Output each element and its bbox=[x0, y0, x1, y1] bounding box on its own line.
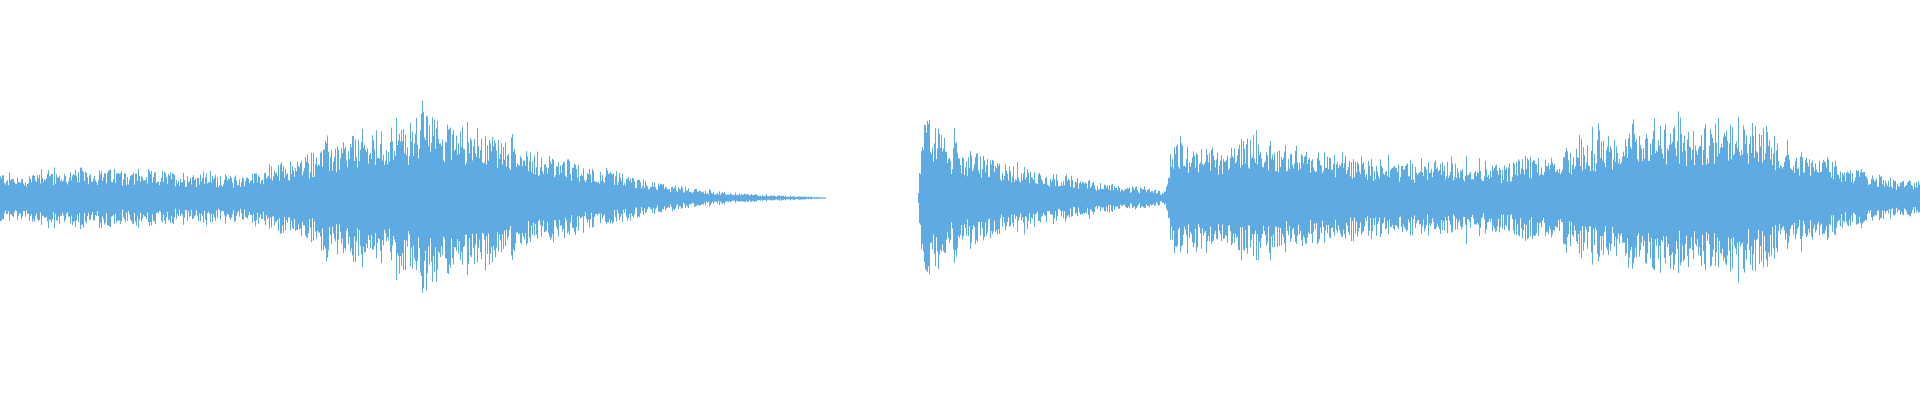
waveform-bars bbox=[0, 100, 826, 293]
waveform-bars bbox=[1165, 111, 1920, 283]
waveform-bars bbox=[918, 120, 1165, 275]
waveform-clip-1 bbox=[0, 100, 826, 293]
waveform-clip-3 bbox=[1165, 111, 1920, 283]
waveform-clip-2 bbox=[918, 120, 1165, 275]
